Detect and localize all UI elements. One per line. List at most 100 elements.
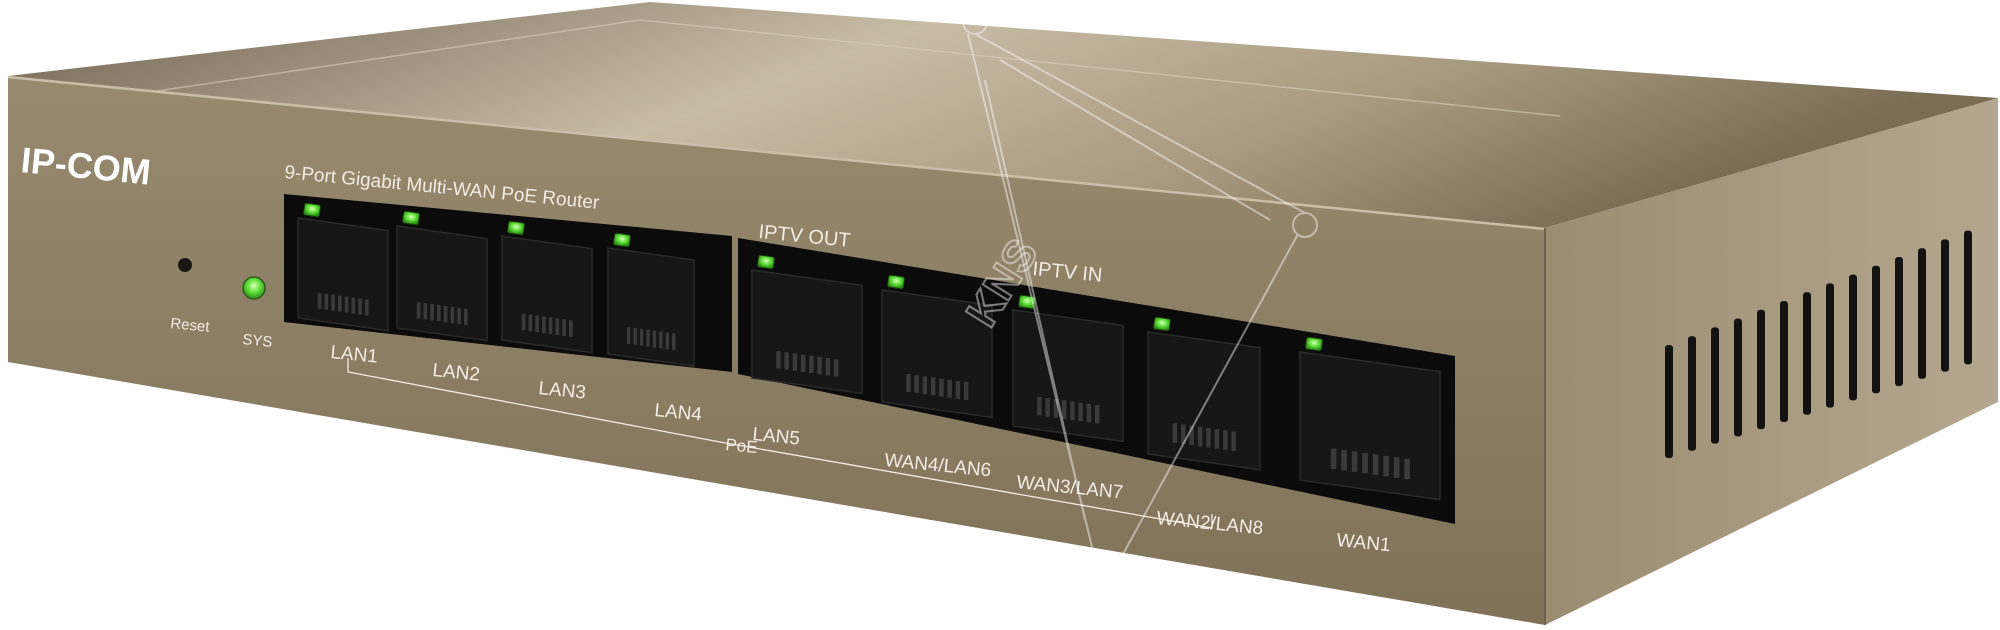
port-pin — [633, 327, 637, 345]
port-pin — [784, 352, 789, 370]
port-pin — [906, 374, 911, 392]
rj45-port[interactable] — [751, 269, 863, 395]
port-pin — [930, 377, 936, 396]
port-pin — [338, 295, 342, 312]
port-pin — [358, 298, 362, 315]
port-label: LAN2 — [432, 360, 481, 386]
port-label: LAN4 — [654, 400, 704, 426]
port-pin — [1214, 429, 1220, 449]
sys-label: SYS — [242, 331, 274, 351]
chassis-front-edge — [7, 75, 1546, 231]
reset-pinhole[interactable] — [178, 258, 192, 272]
port-pin — [450, 306, 455, 324]
port-link-led-icon — [1018, 294, 1036, 310]
port-pin — [939, 378, 944, 397]
vent-slot — [1872, 265, 1880, 394]
port-pin — [331, 294, 335, 311]
vent-slot — [1665, 345, 1673, 458]
port-pin — [652, 330, 657, 348]
port-pin — [817, 356, 822, 375]
port-link-led-icon — [303, 202, 321, 218]
port-pin — [665, 332, 670, 350]
port-pin — [1086, 403, 1092, 423]
rj45-port[interactable] — [297, 217, 389, 332]
port-pin — [672, 333, 676, 351]
port-pin — [626, 326, 631, 344]
port-pin — [947, 379, 952, 398]
port-pin — [792, 353, 798, 371]
port-pin — [528, 314, 533, 332]
port-label: LAN3 — [538, 378, 587, 404]
port-pin — [955, 380, 961, 399]
port-pin — [443, 305, 448, 323]
port-pin — [324, 293, 329, 310]
chassis-side — [1545, 98, 1998, 625]
port-pin — [569, 320, 573, 337]
vent-slot — [1826, 283, 1834, 408]
vent-slot — [1734, 318, 1742, 437]
port-pin — [800, 354, 806, 372]
port-pin — [423, 303, 428, 320]
port-pin — [1189, 425, 1194, 446]
port-pin — [1223, 430, 1228, 450]
port-pin — [1351, 451, 1358, 472]
vent-slot — [1964, 230, 1972, 365]
port-pin — [1341, 449, 1347, 471]
port-pin — [457, 307, 461, 325]
port-pin — [437, 305, 441, 322]
vent-slot — [1757, 309, 1765, 430]
port-pin — [1070, 401, 1075, 421]
rj45-port[interactable] — [607, 247, 695, 367]
vent-slot — [1895, 257, 1903, 386]
port-pin — [1197, 426, 1203, 447]
port-pin — [776, 351, 781, 369]
port-pin — [1231, 431, 1236, 452]
port-pin — [430, 304, 434, 321]
chassis-top — [8, 2, 1998, 228]
port-pin — [1181, 424, 1186, 444]
vent-slot — [1918, 248, 1926, 379]
port-pin — [1362, 452, 1368, 474]
port-pin — [317, 292, 322, 309]
port-pin — [351, 297, 356, 314]
reset-label: Reset — [170, 315, 211, 336]
port-pin — [1037, 396, 1042, 416]
port-pin — [825, 358, 831, 376]
port-pin — [562, 319, 566, 336]
port-pin — [548, 317, 553, 335]
port-pin — [542, 316, 546, 334]
port-pin — [833, 359, 839, 377]
port-label: LAN5 — [752, 424, 801, 450]
port-pin — [646, 329, 650, 347]
vent-slot — [1849, 274, 1857, 401]
rj45-port[interactable] — [501, 235, 593, 354]
port-pin — [535, 315, 539, 333]
port-pin — [365, 299, 369, 316]
port-pin — [963, 382, 969, 401]
rj45-port[interactable] — [1299, 351, 1441, 501]
rj45-port[interactable] — [1147, 331, 1261, 471]
port-link-led-icon — [1153, 316, 1171, 332]
port-link-led-icon — [613, 232, 631, 248]
sys-led-icon — [242, 276, 266, 300]
port-pin — [521, 313, 526, 331]
port-label: LAN1 — [330, 342, 379, 368]
side-vents — [1665, 230, 1972, 458]
vent-slot — [1803, 292, 1811, 415]
vent-slot — [1941, 239, 1949, 372]
vent-slot — [1688, 336, 1696, 451]
port-link-led-icon — [757, 254, 775, 270]
port-pin — [1053, 399, 1059, 418]
rj45-port[interactable] — [396, 225, 488, 342]
port-link-led-icon — [507, 220, 525, 236]
port-pin — [1383, 455, 1389, 477]
port-pin — [555, 318, 560, 336]
poe-bracket — [347, 358, 1213, 529]
port-pin — [922, 376, 928, 395]
port-pin — [464, 308, 468, 326]
rj45-port[interactable] — [1012, 309, 1124, 443]
poe-label: PoE — [725, 435, 759, 457]
port-pin — [1206, 427, 1211, 448]
port-link-led-icon — [1305, 336, 1323, 352]
